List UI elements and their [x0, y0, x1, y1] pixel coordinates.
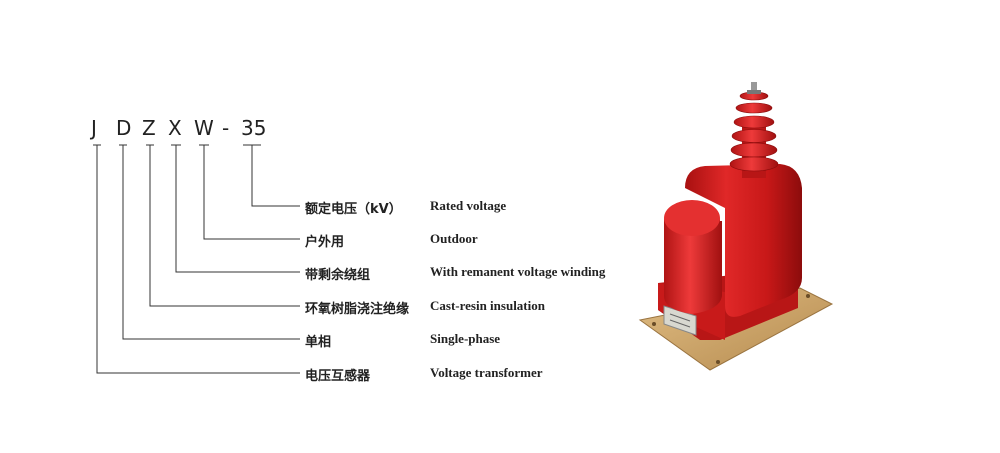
code-letter-d: D [116, 116, 132, 140]
legend-cn-rated-voltage: 额定电压（kV） [305, 202, 402, 217]
leader-z [146, 144, 300, 307]
legend-en-single-phase: Single-phase [430, 331, 501, 346]
legend-en-rated-voltage: Rated voltage [430, 198, 507, 213]
leader-x [171, 144, 300, 273]
code-letter-j: J [91, 116, 97, 140]
legend-cn-voltage-transformer: 电压互感器 [305, 369, 371, 384]
leader-j [93, 144, 300, 374]
legend-cn-single-phase: 单相 [305, 335, 332, 350]
code-letter-x: X [168, 116, 182, 140]
code-letter-dash: - [222, 116, 230, 140]
code-letter-z: Z [142, 116, 156, 140]
legend-cn-outdoor: 户外用 [305, 235, 345, 250]
leader-w [199, 144, 300, 240]
legend-en-voltage-transformer: Voltage transformer [430, 365, 543, 380]
legend-cn-cast-resin: 环氧树脂浇注绝缘 [305, 302, 410, 317]
legend-cn-remanent-winding: 带剩余绕组 [305, 268, 371, 283]
legend-en-outdoor: Outdoor [430, 231, 478, 246]
legend-en-cast-resin: Cast-resin insulation [430, 298, 545, 313]
code-letter-w: W [194, 116, 214, 140]
voltage-transformer-photo [638, 82, 834, 371]
leader-d [119, 144, 300, 340]
code-letter-35: 35 [241, 116, 267, 140]
legend-en-remanent-winding: With remanent voltage winding [430, 264, 606, 279]
leader-35 [243, 144, 300, 207]
